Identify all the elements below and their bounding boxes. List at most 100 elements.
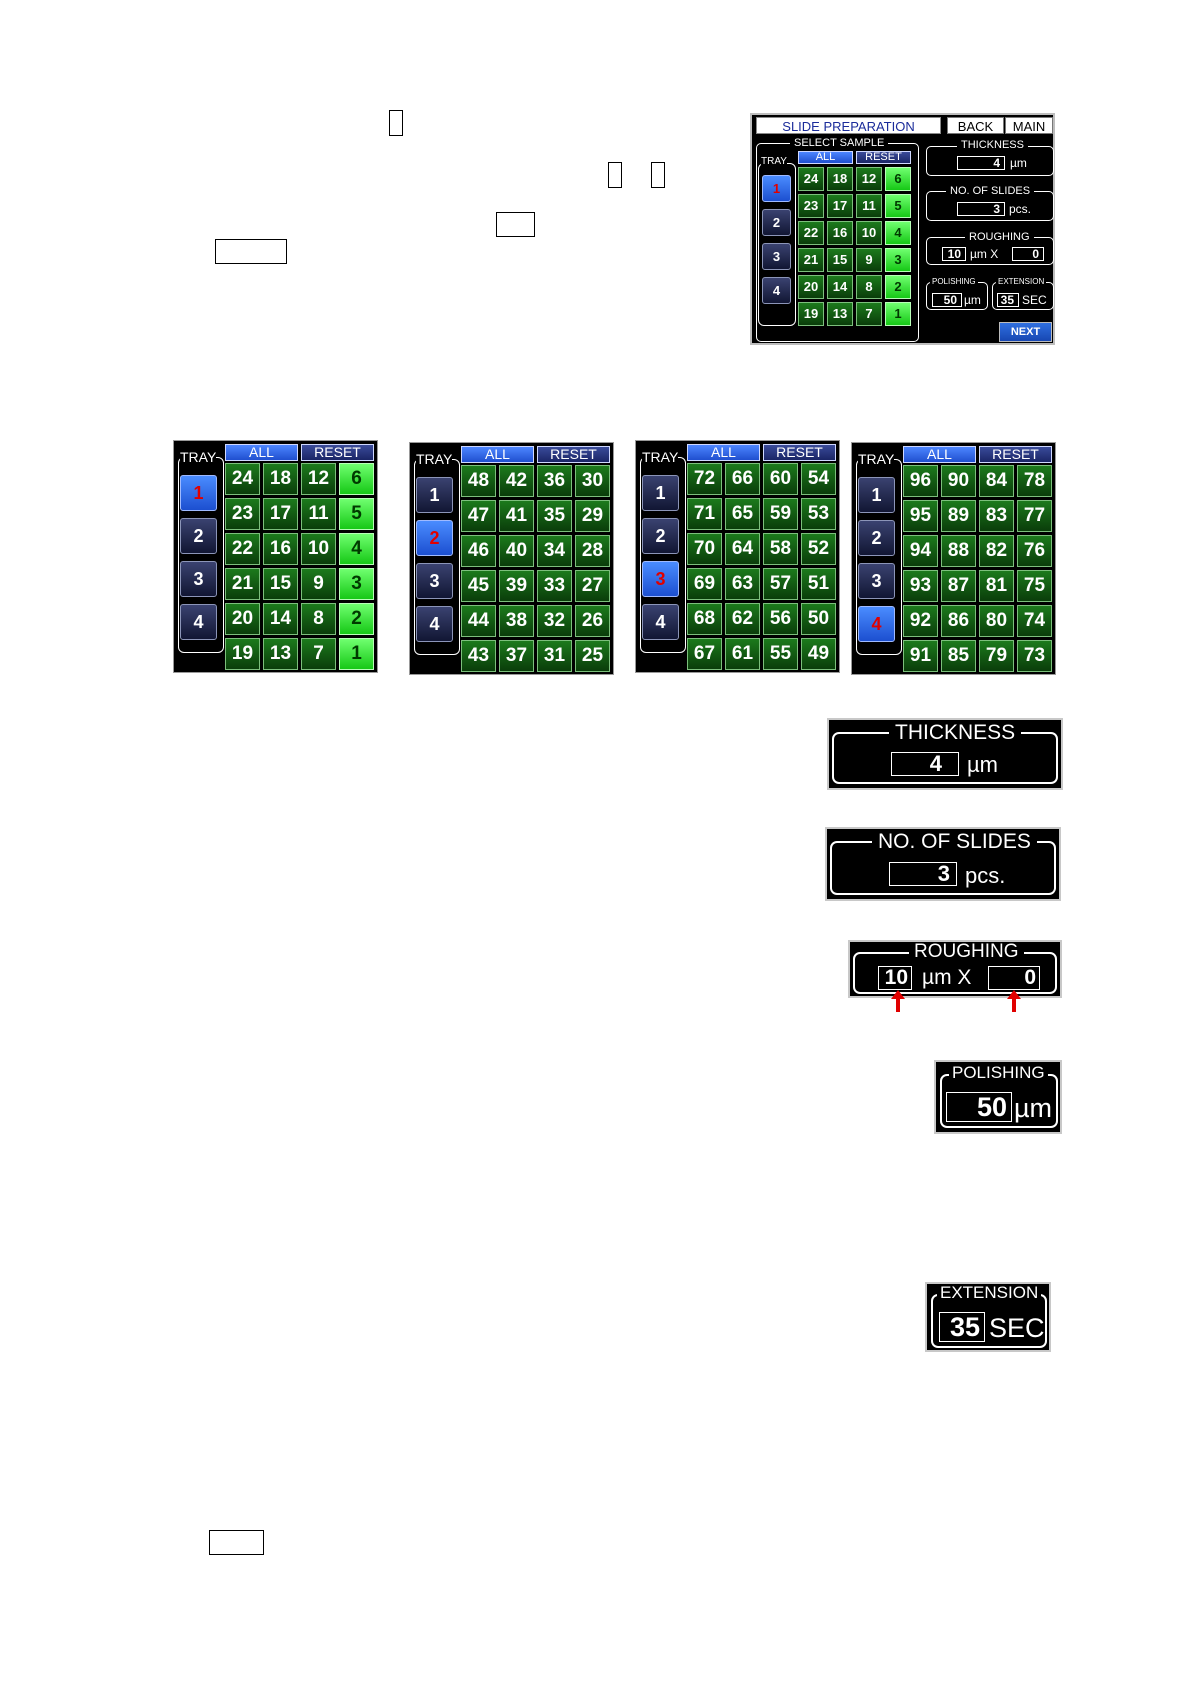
sample-cell[interactable]: 84 (979, 465, 1014, 497)
sample-cell[interactable]: 23 (225, 498, 260, 530)
all-button[interactable]: ALL (687, 444, 760, 461)
sample-cell[interactable]: 64 (725, 533, 760, 565)
sample-cell[interactable]: 57 (763, 568, 798, 600)
sample-cell[interactable]: 16 (827, 221, 853, 245)
sample-cell[interactable]: 81 (979, 570, 1014, 602)
sample-cell[interactable]: 9 (301, 568, 336, 600)
tray-button-1[interactable]: 1 (180, 475, 217, 511)
sample-cell[interactable]: 21 (225, 568, 260, 600)
sample-cell[interactable]: 73 (1017, 640, 1052, 672)
sample-cell[interactable]: 13 (827, 302, 853, 326)
tray-button-3[interactable]: 3 (858, 563, 895, 599)
tray-button-4[interactable]: 4 (762, 277, 791, 304)
sample-cell[interactable]: 71 (687, 498, 722, 530)
sample-cell[interactable]: 75 (1017, 570, 1052, 602)
roughing-depth-input[interactable]: 10 (942, 247, 966, 261)
back-button[interactable]: BACK (947, 117, 1004, 134)
sample-cell[interactable]: 47 (461, 500, 496, 532)
all-button[interactable]: ALL (903, 446, 976, 463)
sample-cell[interactable]: 8 (301, 603, 336, 635)
sample-cell[interactable]: 4 (339, 533, 374, 565)
tray-button-1[interactable]: 1 (762, 175, 791, 202)
sample-cell[interactable]: 12 (856, 167, 882, 191)
sample-cell[interactable]: 5 (885, 194, 911, 218)
tray-button-2[interactable]: 2 (180, 518, 217, 554)
sample-cell[interactable]: 39 (499, 570, 534, 602)
sample-cell[interactable]: 24 (225, 463, 260, 495)
sample-cell[interactable]: 72 (687, 463, 722, 495)
sample-cell[interactable]: 28 (575, 535, 610, 567)
sample-cell[interactable]: 11 (856, 194, 882, 218)
reset-button[interactable]: RESET (301, 444, 374, 461)
sample-cell[interactable]: 38 (499, 605, 534, 637)
sample-cell[interactable]: 37 (499, 640, 534, 672)
sample-cell[interactable]: 52 (801, 533, 836, 565)
tray-button-4[interactable]: 4 (416, 606, 453, 642)
sample-cell[interactable]: 3 (885, 248, 911, 272)
sample-cell[interactable]: 34 (537, 535, 572, 567)
sample-cell[interactable]: 56 (763, 603, 798, 635)
polishing-zoom-input[interactable]: 50 (946, 1092, 1012, 1122)
sample-cell[interactable]: 23 (798, 194, 824, 218)
polishing-input[interactable]: 50 (932, 293, 962, 307)
sample-cell[interactable]: 32 (537, 605, 572, 637)
sample-cell[interactable]: 79 (979, 640, 1014, 672)
reset-button[interactable]: RESET (763, 444, 836, 461)
sample-cell[interactable]: 10 (301, 533, 336, 565)
sample-cell[interactable]: 65 (725, 498, 760, 530)
sample-cell[interactable]: 86 (941, 605, 976, 637)
sample-cell[interactable]: 11 (301, 498, 336, 530)
sample-cell[interactable]: 29 (575, 500, 610, 532)
sample-cell[interactable]: 88 (941, 535, 976, 567)
sample-cell[interactable]: 10 (856, 221, 882, 245)
tray-button-4[interactable]: 4 (180, 604, 217, 640)
sample-cell[interactable]: 41 (499, 500, 534, 532)
sample-cell[interactable]: 12 (301, 463, 336, 495)
sample-cell[interactable]: 26 (575, 605, 610, 637)
sample-cell[interactable]: 2 (339, 603, 374, 635)
sample-cell[interactable]: 1 (339, 638, 374, 670)
sample-cell[interactable]: 96 (903, 465, 938, 497)
sample-cell[interactable]: 19 (225, 638, 260, 670)
sample-cell[interactable]: 63 (725, 568, 760, 600)
sample-cell[interactable]: 6 (339, 463, 374, 495)
sample-cell[interactable]: 80 (979, 605, 1014, 637)
tray-button-3[interactable]: 3 (180, 561, 217, 597)
sample-cell[interactable]: 8 (856, 275, 882, 299)
sample-cell[interactable]: 50 (801, 603, 836, 635)
tray-button-4[interactable]: 4 (858, 606, 895, 642)
sample-cell[interactable]: 92 (903, 605, 938, 637)
sample-cell[interactable]: 44 (461, 605, 496, 637)
sample-cell[interactable]: 77 (1017, 500, 1052, 532)
tray-button-2[interactable]: 2 (642, 518, 679, 554)
sample-cell[interactable]: 91 (903, 640, 938, 672)
sample-cell[interactable]: 7 (856, 302, 882, 326)
next-button[interactable]: NEXT (999, 322, 1052, 342)
sample-cell[interactable]: 85 (941, 640, 976, 672)
sample-cell[interactable]: 45 (461, 570, 496, 602)
sample-cell[interactable]: 42 (499, 465, 534, 497)
sample-cell[interactable]: 61 (725, 638, 760, 670)
sample-cell[interactable]: 51 (801, 568, 836, 600)
sample-cell[interactable]: 20 (225, 603, 260, 635)
sample-cell[interactable]: 62 (725, 603, 760, 635)
tray-button-3[interactable]: 3 (416, 563, 453, 599)
sample-cell[interactable]: 87 (941, 570, 976, 602)
sample-cell[interactable]: 15 (263, 568, 298, 600)
extension-zoom-input[interactable]: 35 (939, 1312, 985, 1342)
sample-cell[interactable]: 2 (885, 275, 911, 299)
extension-input[interactable]: 35 (997, 293, 1019, 307)
sample-cell[interactable]: 17 (827, 194, 853, 218)
sample-cell[interactable]: 22 (225, 533, 260, 565)
sample-cell[interactable]: 58 (763, 533, 798, 565)
reset-button[interactable]: RESET (537, 446, 610, 463)
main-button[interactable]: MAIN (1005, 117, 1053, 134)
sample-cell[interactable]: 90 (941, 465, 976, 497)
sample-cell[interactable]: 69 (687, 568, 722, 600)
sample-cell[interactable]: 14 (263, 603, 298, 635)
sample-cell[interactable]: 55 (763, 638, 798, 670)
slides-input[interactable]: 3 (957, 202, 1005, 216)
sample-cell[interactable]: 9 (856, 248, 882, 272)
sample-cell[interactable]: 18 (827, 167, 853, 191)
sample-cell[interactable]: 74 (1017, 605, 1052, 637)
